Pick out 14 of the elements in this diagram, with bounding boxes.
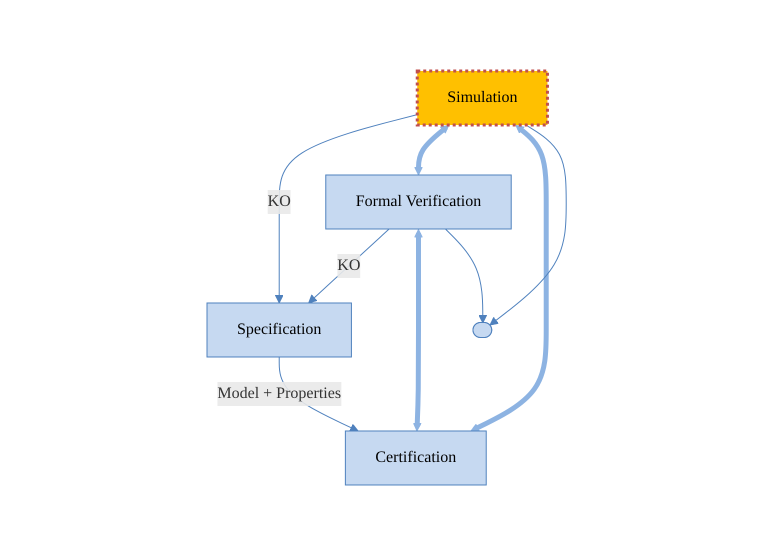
node-box: Specification — [206, 302, 352, 358]
arrow — [413, 229, 424, 432]
node-box: Simulation — [416, 70, 550, 126]
node-box: Formal Verification — [326, 174, 512, 230]
node-box: Certification — [345, 430, 488, 486]
arrow — [414, 124, 450, 176]
arrow — [490, 124, 568, 326]
edge-label: Model + Properties — [218, 384, 342, 402]
arrow — [308, 228, 390, 304]
arrow — [275, 114, 418, 304]
arrow — [470, 124, 550, 432]
edge-label: KO — [338, 256, 361, 274]
arrow — [445, 228, 488, 324]
edge-label: KO — [268, 192, 292, 210]
